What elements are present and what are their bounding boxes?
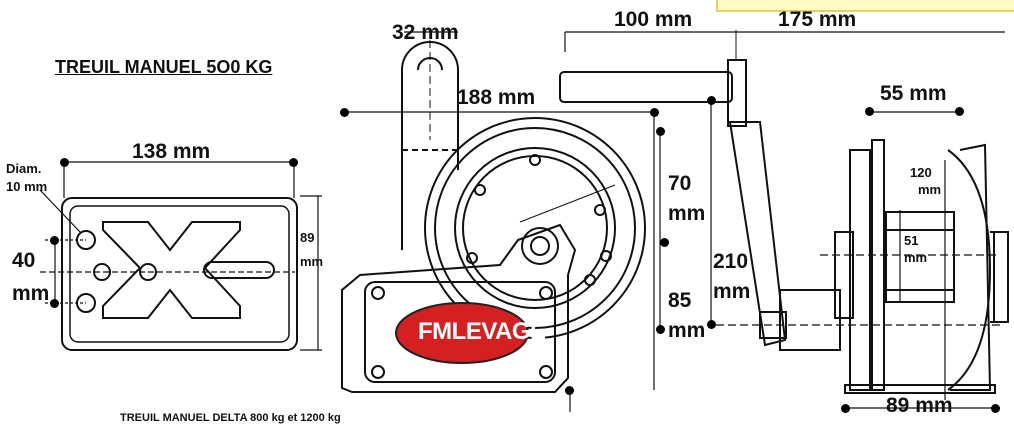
dim-120-unit: mm xyxy=(918,182,942,197)
dim-dot xyxy=(656,127,665,136)
cable-guide xyxy=(401,40,459,250)
dim-40-unit: mm xyxy=(12,282,50,305)
dim-55: 55 mm xyxy=(880,82,947,105)
dim-70-unit: mm xyxy=(668,202,706,225)
dim-210-unit: mm xyxy=(713,280,751,303)
dim-89-unit: mm xyxy=(300,254,324,269)
dim-100: 100 mm xyxy=(614,8,693,31)
caption: TREUIL MANUEL DELTA 800 kg et 1200 kg xyxy=(120,412,341,424)
dim-diam-label: Diam. xyxy=(6,161,42,176)
base-plate xyxy=(61,197,298,351)
dim-dot xyxy=(565,386,574,395)
dim-32: 32 mm xyxy=(392,21,459,44)
dim-dot xyxy=(340,108,349,117)
side-view xyxy=(759,139,1009,394)
dim-dot xyxy=(955,107,964,116)
dim-120-value: 120 xyxy=(910,165,932,180)
dim-dot xyxy=(841,404,850,413)
dim-dot xyxy=(660,238,669,247)
brand-logo: FMLEVAGE xyxy=(418,318,546,345)
dim-85-value: 85 xyxy=(668,289,692,312)
dim-51-unit: mm xyxy=(904,250,928,265)
dim-dot xyxy=(656,325,665,334)
dim-51-value: 51 xyxy=(904,233,919,248)
dim-89-value: 89 xyxy=(300,230,315,245)
dim-dot xyxy=(289,158,298,167)
dim-dot xyxy=(50,236,59,245)
dim-89-side: 89 mm xyxy=(886,394,953,417)
dim-175: 175 mm xyxy=(778,8,857,31)
hub xyxy=(521,227,559,265)
note-box xyxy=(716,0,1014,12)
dim-dot xyxy=(707,320,716,329)
logo-oval xyxy=(395,302,529,364)
dim-dot xyxy=(707,96,716,105)
dim-70-value: 70 xyxy=(668,172,692,195)
dim-dot xyxy=(991,404,1000,413)
page-title: TREUIL MANUEL 5O0 KG xyxy=(55,57,273,77)
dim-138: 138 mm xyxy=(132,140,211,163)
dim-diam-value: 10 mm xyxy=(6,179,48,194)
housing xyxy=(341,223,577,393)
crank-handle xyxy=(559,30,787,347)
dim-dot xyxy=(865,107,874,116)
dim-188: 188 mm xyxy=(457,86,536,109)
dim-85-unit: mm xyxy=(668,319,706,342)
dim-dot xyxy=(50,299,59,308)
dim-dot xyxy=(650,108,659,117)
drum xyxy=(424,117,646,339)
dim-40-value: 40 xyxy=(12,249,36,272)
dim-dot xyxy=(60,158,69,167)
dim-210-value: 210 xyxy=(713,250,749,273)
